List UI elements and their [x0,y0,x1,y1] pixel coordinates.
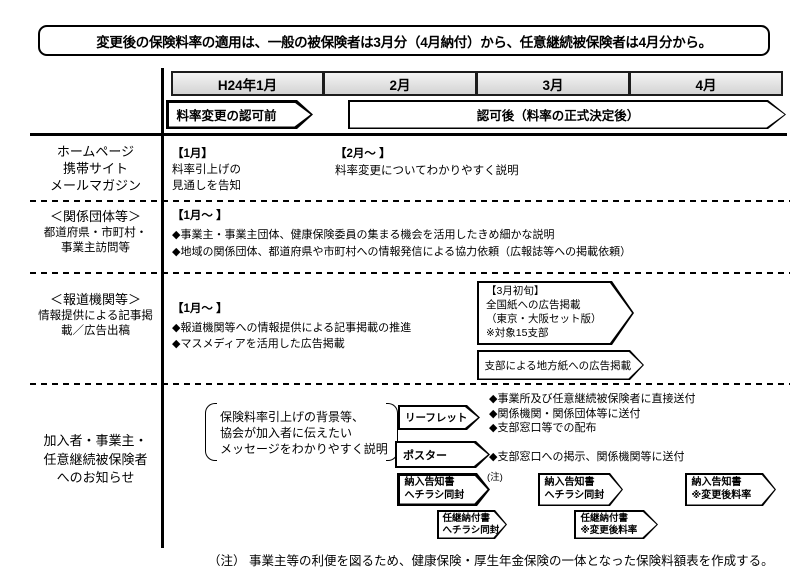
leaflet-bullet: ◆事業所及び任意継続被保険者に直接送付 [489,393,696,405]
row2-bullet: ◆地域の関係団体、都道府県や市町村への情報発信による協力依頼（広報誌等への掲載依… [172,246,632,258]
row1-label-line: 携帯サイト [62,161,128,176]
row4-label-line: 加入者・事業主・ [43,433,148,448]
row1-january-note: 【1月】 料率引上げの 見通しを告知 [172,146,241,194]
row1-jan-text: 見通しを告知 [172,180,241,192]
national-ad-period: 【3月初旬】 [486,285,545,298]
notice-line: 納入告知書 [691,477,742,488]
post-approval-label: 認可後（料率の正式決定後） [476,109,640,123]
message-bracket-left [205,403,217,461]
notice-line: へチラシ同封 [544,489,605,501]
nin-line: へチラシ同封 [442,524,500,536]
message-line: メッセージをわかりやすく説明 [220,442,388,456]
notice-line: 納入告知書 [544,477,595,488]
local-ad-label: 支部による地方紙への広告掲載 [484,359,632,372]
banner-text: 変更後の保険料率の適用は、一般の被保険者は3月分（4月納付）から、任意継続被保険… [96,34,712,50]
timeline-axis-vertical [161,68,164,548]
row1-label-line: メールマガジン [49,178,141,193]
poster-label: ポスター [403,449,447,462]
row4-label-line: へのお知らせ [56,470,135,485]
notice-line: ※変更後料率 [691,489,752,501]
message-line: 協会が加入者に伝えたい [220,426,353,440]
row3-label-line: 載／広告出稿 [61,325,130,337]
month-label: 4月 [695,77,717,93]
leaflet-arrow: リーフレット [398,405,480,430]
leaflet-bullet: ◆関係機関・関係団体等に送付 [489,407,641,420]
row1-february-note: 【2月～ 】 料率変更についてわかりやすく説明 [335,146,519,180]
row3-label-title: ＜報道機関等＞ [49,292,141,307]
month-header-feb: 2月 [323,71,477,96]
message-line: 保険料率引上げの背景等、 [220,410,365,424]
note-superscript: (注) [487,472,503,483]
row2-label: ＜関係団体等＞ 都道府県・市町村・ 事業主訪問等 [30,207,161,256]
row1-feb-text: 料率変更についてわかりやすく説明 [335,165,519,177]
notice-arrow-3: 納入告知書 ※変更後料率 [685,473,776,506]
nin-arrow-1: 任継納付書 へチラシ同封 [437,510,507,539]
month-label: 3月 [542,77,564,93]
poster-bullet: ◆支部窓口への掲示、関係機関等に送付 [489,451,685,463]
month-header-mar: 3月 [476,71,630,96]
nin-line: 任継納付書 [580,512,629,524]
post-approval-arrow: 認可後（料率の正式決定後） [348,100,786,129]
row2-label-title: ＜関係団体等＞ [49,209,141,224]
row3-period: 【1月～ 】 [172,303,228,315]
row3-label: ＜報道機関等＞ 情報提供による記事掲 載／広告出稿 [30,291,161,339]
poster-arrow: ポスター [395,441,490,468]
row2-label-line: 都道府県・市町村・ [43,227,148,239]
nin-arrow-2: 任継納付書 ※変更後料率 [574,510,658,539]
row4-label: 加入者・事業主・ 任意継続被保険者 へのお知らせ [30,432,161,488]
nin-line: 任継納付書 [442,512,491,524]
month-header-jan: H24年1月 [171,71,324,96]
row2-period: 【1月～ 】 [172,210,228,222]
national-ad-line: ※対象15支部 [486,326,549,339]
month-label: 2月 [389,77,411,93]
message-text: 保険料率引上げの背景等、 協会が加入者に伝えたい メッセージをわかりやすく説明 [220,409,388,457]
local-ad-arrow: 支部による地方紙への広告掲載 [477,350,644,380]
row3-bullet: ◆報道機関等への情報提供による記事掲載の推進 [172,322,412,334]
leaflet-label: リーフレット [405,412,468,424]
pre-approval-label: 料率変更の認可前 [176,109,277,123]
row3-bullet: ◆マスメディアを活用した広告掲載 [172,338,345,350]
notice-line: 納入告知書 [404,477,455,488]
nin-line: ※変更後料率 [580,524,638,536]
row2-bullet: ◆事業主・事業主団体、健康保険委員の集まる機会を活用したきめ細かな説明 [172,229,555,241]
row3-label-line: 情報提供による記事掲 [38,310,153,322]
footnote: （注） 事業主等の利便を図るため、健康保険・厚生年金保険の一体となった保険料額表… [208,554,774,568]
row-divider-3 [30,383,790,385]
row1-jan-text: 料率引上げの [172,164,241,176]
row-divider-2 [30,272,790,274]
month-label: H24年1月 [217,77,278,93]
row1-label-line: ホームページ [56,144,135,159]
notice-line: へチラシ同封 [404,489,465,501]
row1-label: ホームページ 携帯サイト メールマガジン [30,143,161,194]
leaflet-bullets: ◆事業所及び任意継続被保険者に直接送付 ◆関係機関・関係団体等に送付 ◆支部窓口… [489,392,695,436]
row1-jan-title: 【1月】 [172,148,213,160]
row4-label-line: 任意継続被保険者 [43,451,148,467]
national-ad-line: （東京・大阪セット版） [486,313,602,325]
notice-arrow-1: 納入告知書 へチラシ同封 [397,473,490,506]
top-banner: 変更後の保険料率の適用は、一般の被保険者は3月分（4月納付）から、任意継続被保険… [38,25,770,56]
national-ad-arrow: 【3月初旬】 全国紙への広告掲載 （東京・大阪セット版） ※対象15支部 [477,281,634,345]
row1-feb-title: 【2月～ 】 [335,148,391,160]
leaflet-bullet: ◆支部窓口等での配布 [489,422,597,434]
row2-label-line: 事業主訪問等 [61,242,130,254]
row-divider-1 [30,200,790,202]
national-ad-line: 全国紙への広告掲載 [486,299,581,312]
timeline-axis-horizontal [30,133,787,136]
month-header-apr: 4月 [629,71,783,96]
pre-approval-arrow: 料率変更の認可前 [166,100,313,129]
notice-arrow-2: 納入告知書 へチラシ同封 [538,473,623,506]
